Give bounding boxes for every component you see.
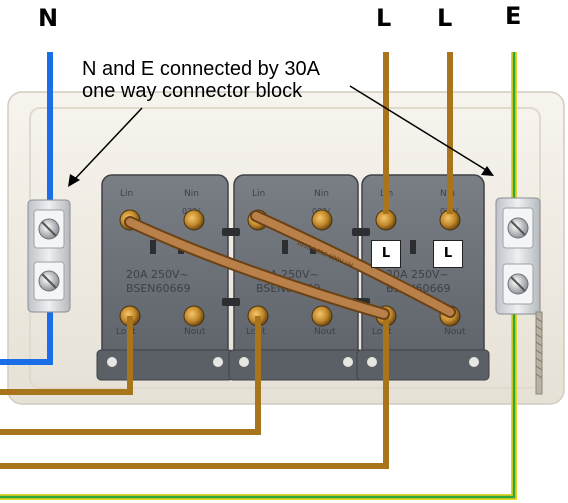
module-2-terminal-nin: Nin [314, 189, 329, 199]
connector-block-right [495, 197, 541, 315]
module-1-rating: 20A 250V~ [126, 268, 189, 281]
jumper-loop-1 [124, 216, 390, 320]
neutral-wire [0, 52, 53, 365]
switch-tag-2: L [433, 240, 463, 268]
brass-terminals [119, 209, 461, 327]
annotation-arrow-right [349, 85, 494, 176]
module-3-terminal-nout: Nout [444, 327, 466, 337]
module-1-terminal-nin: Nin [184, 189, 199, 199]
fixing-screw [535, 311, 543, 395]
module-1-terminal-nout: Nout [184, 327, 206, 337]
label-neutral: N [38, 4, 59, 32]
connector-block-left [27, 199, 71, 313]
module-3-terminal-lout: Lout [372, 327, 392, 337]
annotation-caption: N and E connected by 30A one way connect… [82, 58, 320, 102]
label-earth: E [505, 2, 522, 30]
module-2-terminal-lin: Lin [252, 189, 265, 199]
module-2-terminal-nout: Nout [314, 327, 336, 337]
module-1-terminal-lout: Lout [116, 327, 136, 337]
switched-live-wire-2 [0, 316, 261, 435]
label-live-1: L [376, 4, 392, 32]
switch-tag-1: L [371, 240, 401, 268]
annotation-arrow-left [68, 107, 143, 187]
switched-live-wire-3 [0, 316, 389, 469]
module-1-terminal-lin: Lin [120, 189, 133, 199]
caption-line-1: N and E connected by 30A [82, 58, 320, 80]
label-live-2: L [437, 4, 453, 32]
caption-line-2: one way connector block [82, 80, 303, 102]
module-1-standard: BSEN60669 [126, 282, 191, 295]
module-3-rating: 20A 250V~ [386, 268, 449, 281]
switched-live-wire-1 [0, 316, 133, 395]
